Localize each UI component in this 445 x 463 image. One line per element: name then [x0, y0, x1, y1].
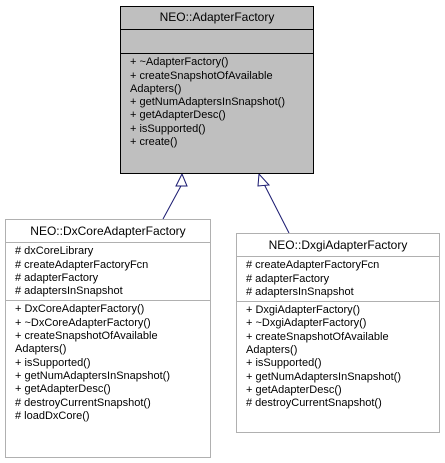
class-attributes: # createAdapterFactoryFcn # adapterFacto…	[237, 256, 439, 301]
method: + getAdapterDesc()	[15, 383, 111, 396]
attribute: # adapterFactory	[246, 272, 330, 285]
class-attributes: # dxCoreLibrary # createAdapterFactoryFc…	[6, 242, 210, 300]
method: + ~DxCoreAdapterFactory()	[15, 316, 151, 329]
class-box-dxgi-adapter-factory[interactable]: NEO::DxgiAdapterFactory # createAdapterF…	[236, 233, 440, 433]
edge-dxgi-to-parent	[263, 183, 290, 234]
class-title: NEO::DxgiAdapterFactory	[268, 238, 408, 252]
class-methods: + ~AdapterFactory() + createSnapshotOfAv…	[121, 53, 313, 151]
attribute: # adaptersInSnapshot	[246, 285, 354, 298]
attribute: # adaptersInSnapshot	[15, 285, 123, 298]
arrowhead-dxcore	[175, 172, 188, 187]
method: + DxgiAdapterFactory()	[246, 304, 361, 317]
method: + createSnapshotOfAvailable	[246, 330, 389, 343]
method: # destroyCurrentSnapshot()	[15, 396, 151, 409]
attribute: # dxCoreLibrary	[15, 245, 94, 258]
method: + getNumAdaptersInSnapshot()	[15, 369, 171, 382]
method: + ~DxgiAdapterFactory()	[246, 317, 367, 330]
class-methods: + DxgiAdapterFactory() + ~DxgiAdapterFac…	[237, 301, 439, 412]
class-title: NEO::AdapterFactory	[159, 10, 275, 24]
class-attributes-empty	[121, 29, 313, 53]
method: + isSupported()	[15, 356, 91, 369]
attribute: # createAdapterFactoryFcn	[15, 258, 149, 271]
class-box-dxcore-adapter-factory[interactable]: NEO::DxCoreAdapterFactory # dxCoreLibrar…	[5, 219, 211, 458]
class-methods: + DxCoreAdapterFactory() + ~DxCoreAdapte…	[6, 300, 210, 425]
method: + getNumAdaptersInSnapshot()	[246, 370, 402, 383]
attribute: # adapterFactory	[15, 271, 99, 284]
method: + getAdapterDesc()	[130, 109, 226, 122]
method: + isSupported()	[130, 122, 206, 135]
method: # loadDxCore()	[15, 409, 90, 422]
method: + isSupported()	[246, 357, 322, 370]
edge-dxcore-to-parent	[162, 183, 183, 220]
method: + DxCoreAdapterFactory()	[15, 303, 145, 316]
arrowhead-dxgi	[257, 172, 271, 187]
attribute: # createAdapterFactoryFcn	[246, 259, 380, 272]
method: + ~AdapterFactory()	[130, 56, 229, 69]
method: + createSnapshotOfAvailable	[15, 330, 158, 343]
method: Adapters()	[130, 82, 182, 95]
class-title: NEO::DxCoreAdapterFactory	[30, 224, 186, 238]
method: + createSnapshotOfAvailable	[130, 69, 273, 82]
class-box-adapter-factory[interactable]: NEO::AdapterFactory + ~AdapterFactory() …	[120, 6, 314, 174]
method: + getAdapterDesc()	[246, 383, 342, 396]
method: # destroyCurrentSnapshot()	[246, 397, 382, 410]
method: + create()	[130, 136, 178, 149]
method: + getNumAdaptersInSnapshot()	[130, 96, 286, 109]
method: Adapters()	[15, 343, 67, 356]
method: Adapters()	[246, 344, 298, 357]
